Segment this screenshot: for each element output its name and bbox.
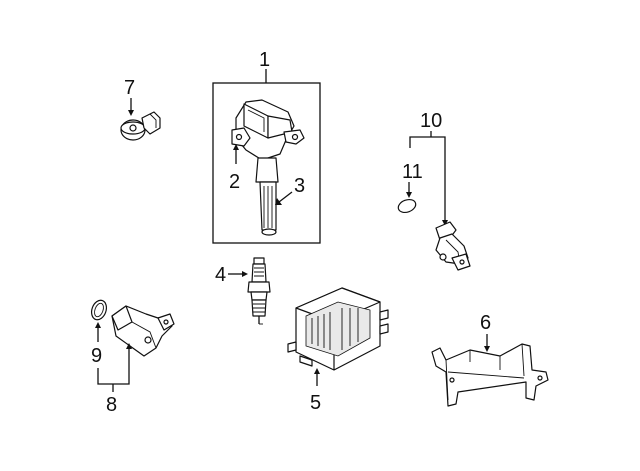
crank-sensor-10 — [435, 221, 471, 271]
leader-3 — [278, 191, 293, 203]
callout-9: 9 — [91, 345, 102, 367]
arrow-6 — [484, 346, 490, 352]
callout-8: 8 — [106, 394, 117, 416]
callout-5: 5 — [310, 392, 321, 414]
arrow-5 — [314, 368, 320, 374]
o-ring-11 — [397, 198, 417, 214]
callout-1: 1 — [259, 49, 270, 71]
ignition-coil — [231, 99, 305, 236]
callout-10: 10 — [420, 110, 442, 132]
leader-8 — [97, 346, 130, 385]
arrow-11 — [406, 192, 412, 198]
arrow-2 — [233, 144, 239, 150]
knock-sensor — [120, 111, 161, 141]
arrow-4 — [242, 271, 248, 277]
arrow-9 — [95, 322, 101, 328]
callout-4: 4 — [215, 264, 226, 286]
cam-sensor-8 — [111, 305, 175, 357]
callout-11: 11 — [402, 161, 423, 183]
callout-3: 3 — [294, 175, 305, 197]
callout-7: 7 — [124, 77, 135, 99]
spark-plug — [247, 257, 271, 325]
callout-2: 2 — [229, 171, 240, 193]
mounting-bracket — [431, 343, 549, 407]
arrow-3 — [275, 198, 282, 205]
arrow-8 — [126, 343, 132, 349]
arrow-7 — [128, 110, 134, 116]
leader-10 — [409, 136, 446, 222]
ecu-module — [287, 287, 389, 371]
arrow-10 — [442, 220, 448, 226]
o-ring-9 — [90, 299, 108, 321]
callout-6: 6 — [480, 312, 491, 334]
